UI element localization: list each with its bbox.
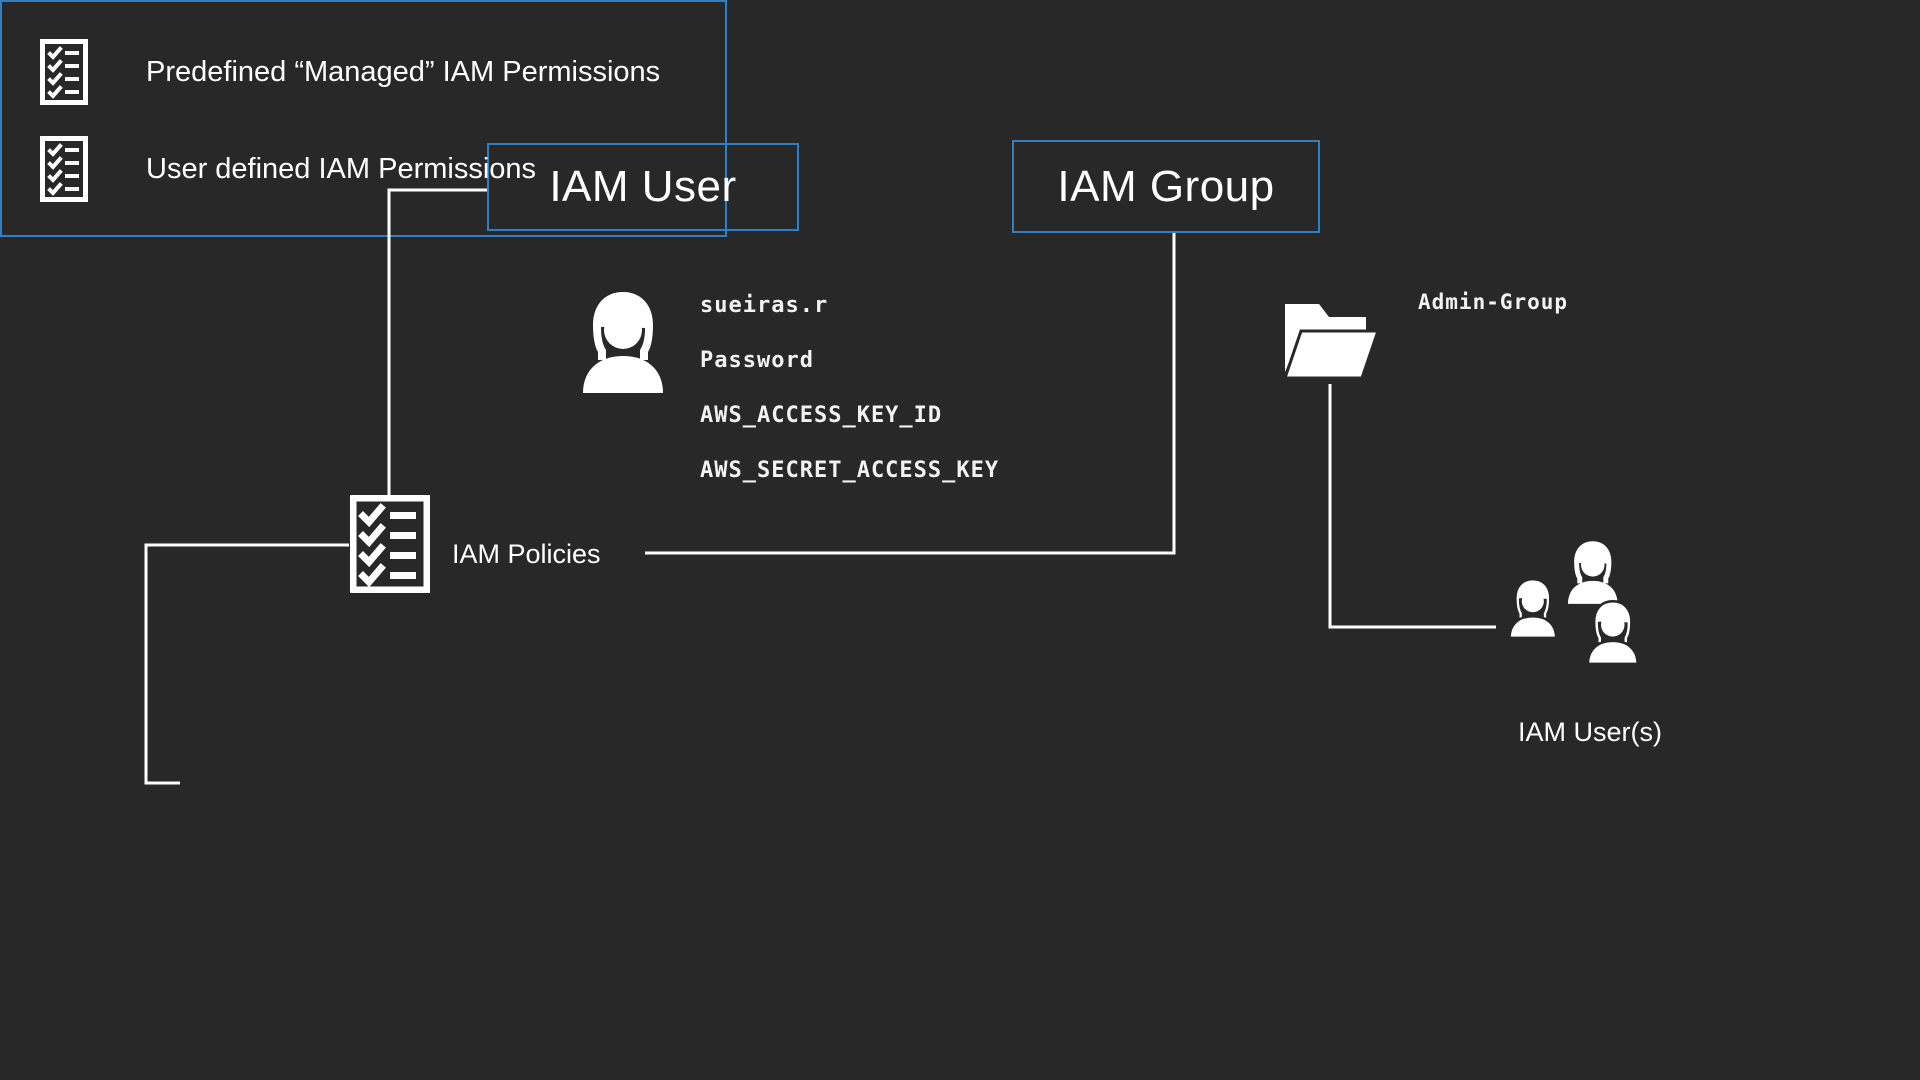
iam-user-box-title: IAM User [549,162,737,211]
iam-permissions-box[interactable]: Predefined “Managed” IAM Permissions [0,0,727,237]
connector-folder-to-iam-users [1328,384,1496,629]
group-of-users-icon[interactable] [1505,540,1685,695]
user-credentials-list: sueiras.r Password AWS_ACCESS_KEY_ID AWS… [700,278,1120,498]
permission-label-predefined: Predefined “Managed” IAM Permissions [146,55,661,88]
open-folder-icon[interactable] [1283,300,1378,384]
permission-row-predefined[interactable]: Predefined “Managed” IAM Permissions [40,39,660,105]
credential-secret-access-key: AWS_SECRET_ACCESS_KEY [700,458,1000,483]
iam-group-box[interactable]: IAM Group [1012,140,1320,233]
iam-policies-label: IAM Policies [452,539,601,569]
avatar [1567,541,1618,604]
credential-password: Password [700,348,814,373]
permission-row-user-defined[interactable]: User defined IAM Permissions [40,136,536,202]
admin-group-label: Admin-Group [1418,290,1569,314]
permission-label-user-defined: User defined IAM Permissions [146,152,537,185]
avatar [1508,577,1558,639]
credential-access-key-id: AWS_ACCESS_KEY_ID [700,403,943,428]
female-user-icon [583,292,663,393]
checklist-icon [40,136,88,202]
iam-users-label: IAM User(s) [1518,717,1662,747]
checklist-icon [40,39,88,105]
connector-policies-to-permissions [144,543,349,785]
checklist-clipboard-icon[interactable] [350,495,430,593]
credential-username: sueiras.r [700,293,829,318]
iam-user-box[interactable]: IAM User [487,143,799,231]
iam-group-box-title: IAM Group [1057,161,1275,211]
avatar [1586,599,1639,666]
